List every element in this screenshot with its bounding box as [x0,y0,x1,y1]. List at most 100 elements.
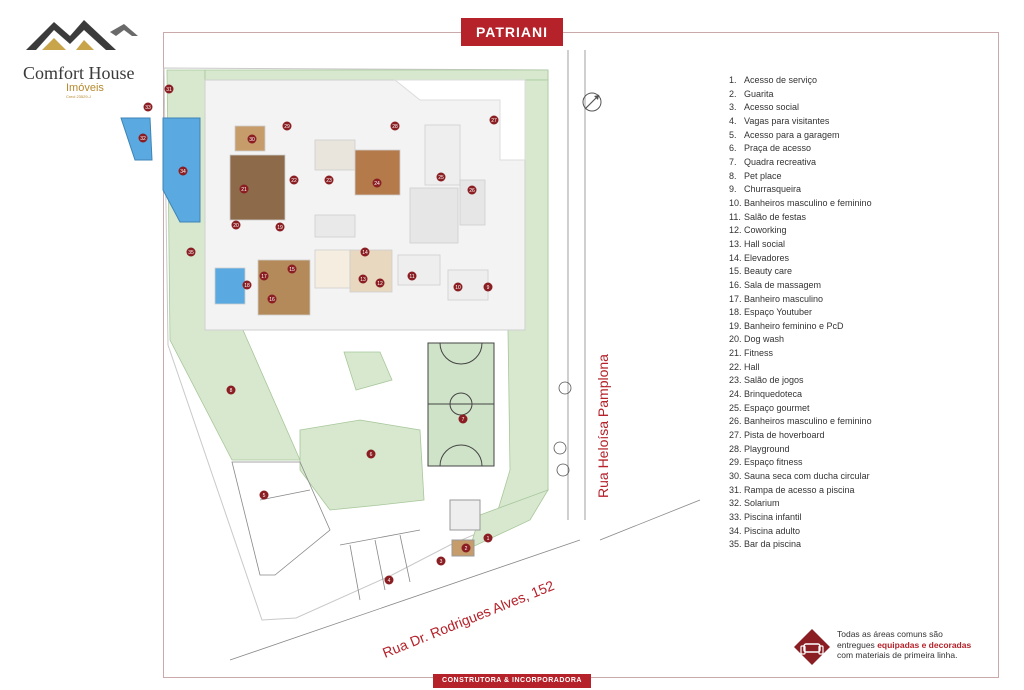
legend-number: 32. [729,498,742,509]
tree-icons [553,381,572,477]
legend-item: 4.Vagas para visitantes [729,115,999,129]
marker-32: 32 [138,133,148,143]
sofa-icon [794,629,830,665]
legend-label: Churrasqueira [744,184,802,195]
legend-number: 11. [729,211,741,222]
legend-item: 7.Quadra recreativa [729,156,999,170]
svg-text:3: 3 [440,559,443,565]
svg-text:28: 28 [392,124,398,130]
legend-label: Fitness [744,348,774,359]
legend-label: Piscina adulto [744,525,801,536]
legend-number: 16. [729,279,742,290]
marker-15: 15 [287,264,297,274]
legend-label: Coworking [744,225,787,236]
guardhouse [449,499,481,531]
pool-area [120,117,201,223]
svg-text:4: 4 [388,578,391,584]
marker-2: 2 [461,543,471,553]
legend-item: 35.Bar da piscina [729,538,999,552]
legend-label: Dog wash [744,334,785,345]
garden-top-strip [204,69,549,81]
legend-item: 15.Beauty care [729,265,999,279]
svg-text:10: 10 [455,285,461,291]
legend-label: Hall social [744,238,786,249]
legend-label: Acesso de serviço [744,75,818,85]
marker-4: 4 [384,575,394,585]
svg-text:21: 21 [241,187,247,193]
marker-26: 26 [467,185,477,195]
legend-label: Guarita [744,88,774,99]
legend-item: 18.Espaço Youtuber [729,306,999,320]
svg-text:12: 12 [377,281,383,287]
logo-registration: Creci 23529-J [66,94,91,99]
svg-text:14: 14 [362,250,368,256]
legend-item: 10.Banheiros masculino e feminino [729,197,999,211]
footer-label: CONSTRUTORA & INCORPORADORA [433,674,591,688]
legend-number: 6. [729,143,737,154]
legend-label: Vagas para visitantes [744,115,830,126]
pool-child [120,117,153,161]
legend-number: 22. [729,361,742,372]
svg-text:32: 32 [140,136,146,142]
legend-number: 19. [729,320,742,331]
street-name-bottom: Rua Dr. Rodrigues Alves, 152 [380,577,556,661]
marker-11: 11 [407,271,417,281]
legend-label: Banheiro feminino e PcD [744,320,844,331]
marker-24: 24 [372,178,382,188]
legend-label: Salão de jogos [744,375,804,386]
marker-17: 17 [259,271,269,281]
svg-text:24: 24 [374,181,380,187]
marker-3: 3 [436,556,446,566]
marker-29: 29 [282,121,292,131]
legend-number: 1. [729,75,737,85]
legend-item: 31.Rampa de acesso a piscina [729,484,999,498]
svg-text:9: 9 [487,285,490,291]
legend-label: Acesso social [744,102,800,113]
svg-text:30: 30 [249,137,255,143]
legend-number: 8. [729,170,737,181]
garden-center [299,419,425,511]
legend-label: Brinquedoteca [744,389,803,400]
legend-item: 16.Sala de massagem [729,279,999,293]
legend-label: Praça de acesso [744,143,812,154]
svg-text:35: 35 [188,250,194,256]
marker-35: 35 [186,247,196,257]
svg-text:23: 23 [326,178,332,184]
svg-text:27: 27 [491,118,497,124]
legend-item: 2.Guarita [729,88,999,102]
legend-label: Banheiros masculino e feminino [744,416,872,427]
legend-number: 23. [729,375,742,386]
svg-text:17: 17 [261,274,267,280]
legend-label: Playground [744,443,790,454]
legend-item: 23.Salão de jogos [729,374,999,388]
legend-item: 22.Hall [729,361,999,375]
delivery-note: Todas as áreas comuns são entregues equi… [837,629,971,661]
svg-text:13: 13 [360,277,366,283]
legend-number: 5. [729,129,737,140]
svg-text:15: 15 [289,267,295,273]
legend-label: Piscina infantil [744,512,802,522]
svg-text:1: 1 [487,536,490,542]
note-line-1: Todas as áreas comuns são [837,629,943,639]
legend-item: 1. Acesso de serviço [729,74,999,88]
marker-20: 20 [231,220,241,230]
marker-25: 25 [436,172,446,182]
marker-7: 7 [458,414,468,424]
legend-label: Rampa de acesso a piscina [744,484,855,495]
legend-item: 13.Hall social [729,238,999,252]
legend-label: Bar da piscina [744,539,802,550]
legend-item: 30.Sauna seca com ducha circular [729,470,999,484]
note-line-2: entregues equipadas e decoradas [837,639,972,650]
marker-10: 10 [453,282,463,292]
legend-item: 27.Pista de hoverboard [729,429,999,443]
legend-number: 31. [729,484,742,495]
legend-label: Banheiro masculino [744,293,824,304]
svg-text:31: 31 [166,87,172,93]
legend-item: 17.Banheiro masculino [729,293,999,307]
marker-21: 21 [239,184,249,194]
svg-text:29: 29 [284,124,290,130]
legend-number: 27. [729,430,742,441]
legend-label: Hall [744,361,760,372]
legend-item: 6. Praça de acesso [729,142,999,156]
